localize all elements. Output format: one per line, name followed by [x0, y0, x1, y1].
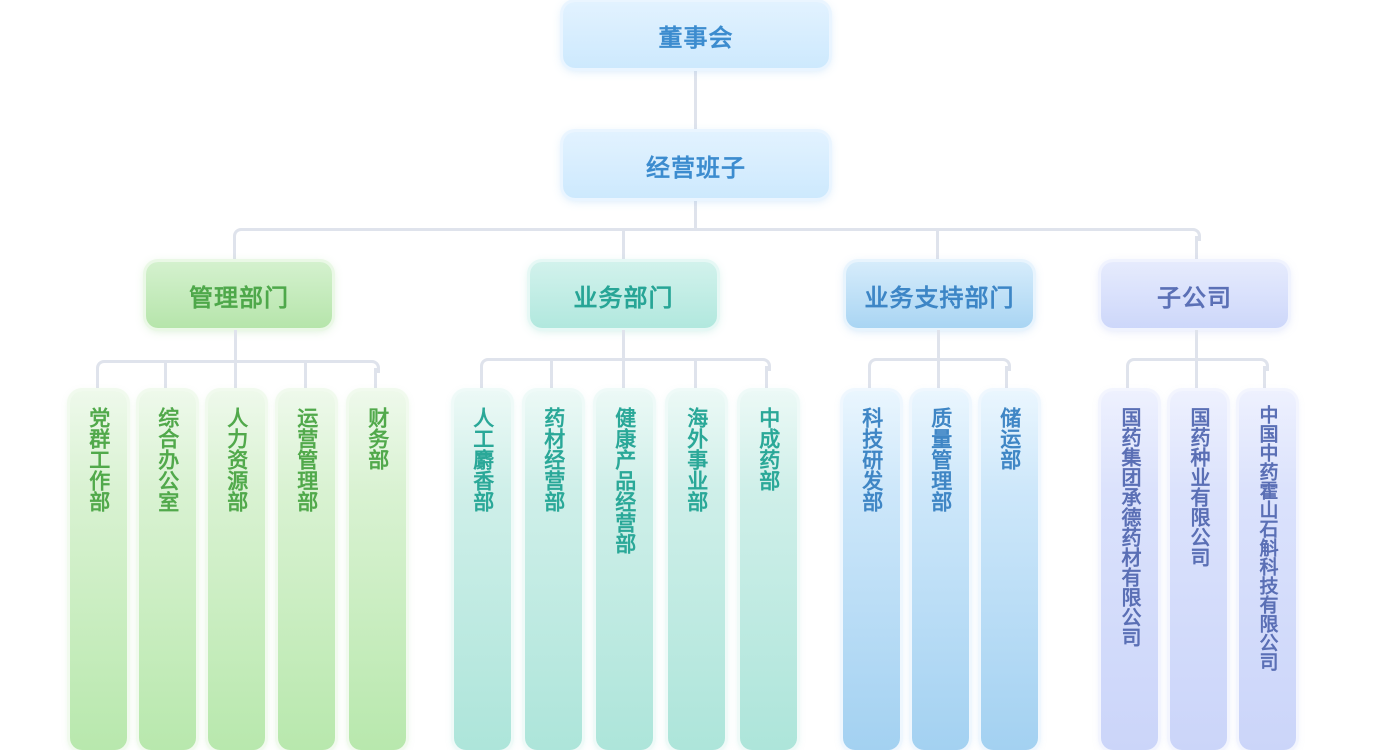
connector-leaf-drop: [96, 368, 99, 390]
connector-group-stem: [622, 330, 625, 360]
dept-node: 党群工作部: [70, 391, 127, 750]
dept-label: 科技研发部: [859, 407, 884, 512]
subsidiary-label: 国药集团承德药材有限公司: [1118, 407, 1142, 647]
dept-node: 中成药部: [740, 391, 797, 750]
connector-group-stem: [1195, 330, 1198, 360]
connector-group-bus: [106, 360, 370, 363]
connector-leaf-drop: [304, 362, 307, 390]
category-node-business-dept: 业务部门: [530, 262, 717, 328]
connector-leaf-drop: [868, 366, 871, 390]
connector-leaf-drop: [1195, 360, 1198, 390]
connector-leaf-drop: [480, 366, 483, 390]
dept-node: 储运部: [981, 391, 1038, 750]
connector-drop: [233, 236, 236, 262]
connector-corner: [758, 358, 771, 371]
connector-category-bus: [242, 228, 1190, 231]
connector-drop: [936, 230, 939, 262]
connector-group-bus: [490, 358, 760, 361]
dept-label: 党群工作部: [86, 407, 111, 512]
connector-group-stem: [234, 330, 237, 362]
dept-label: 财务部: [365, 407, 390, 470]
connector-corner: [1256, 358, 1269, 371]
connector-group-bus: [1136, 358, 1258, 361]
connector-corner: [96, 360, 109, 373]
connector-leaf-drop: [1126, 366, 1129, 390]
connector-corner: [868, 358, 881, 371]
dept-label: 储运部: [997, 407, 1022, 470]
connector-corner: [367, 360, 380, 373]
dept-label: 海外事业部: [684, 407, 709, 512]
connector-group-stem: [937, 330, 940, 360]
subsidiary-label: 中国中药霍山石斛科技有限公司: [1256, 405, 1279, 671]
dept-node: 海外事业部: [668, 391, 725, 750]
dept-label: 运营管理部: [294, 407, 319, 512]
dept-node: 人力资源部: [208, 391, 265, 750]
connector-corner: [1126, 358, 1139, 371]
connector-drop: [1195, 236, 1198, 262]
connector-leaf-drop: [765, 366, 768, 390]
dept-label: 中成药部: [756, 407, 781, 491]
connector-leaf-drop: [937, 360, 940, 390]
dept-node: 人工麝香部: [454, 391, 511, 750]
connector-leaf-drop: [234, 362, 237, 390]
connector-corner: [998, 358, 1011, 371]
connector-management-bus: [694, 199, 697, 230]
connector-leaf-drop: [550, 360, 553, 390]
dept-node: 科技研发部: [843, 391, 900, 750]
connector-leaf-drop: [694, 360, 697, 390]
subsidiary-node: 中国中药霍山石斛科技有限公司: [1239, 391, 1296, 750]
dept-node: 综合办公室: [139, 391, 196, 750]
dept-node: 运营管理部: [278, 391, 335, 750]
dept-node: 质量管理部: [912, 391, 969, 750]
management-node: 经营班子: [563, 132, 829, 198]
connector-leaf-drop: [1263, 366, 1266, 390]
category-node-management-dept: 管理部门: [146, 262, 332, 328]
connector-leaf-drop: [374, 368, 377, 390]
subsidiary-label: 国药种业有限公司: [1187, 407, 1211, 567]
connector-corner: [480, 358, 493, 371]
connector-leaf-drop: [1005, 366, 1008, 390]
connector-corner: [1188, 228, 1201, 241]
category-node-support-dept: 业务支持部门: [846, 262, 1033, 328]
dept-label: 人工麝香部: [470, 407, 495, 512]
category-node-subsidiary: 子公司: [1101, 262, 1288, 328]
dept-node: 健康产品经营部: [596, 391, 653, 750]
dept-label: 药材经营部: [541, 407, 566, 512]
subsidiary-node: 国药种业有限公司: [1170, 391, 1227, 750]
subsidiary-node: 国药集团承德药材有限公司: [1101, 391, 1158, 750]
board-node: 董事会: [563, 2, 829, 68]
connector-drop: [622, 230, 625, 262]
dept-label: 健康产品经营部: [612, 407, 637, 554]
dept-node: 药材经营部: [525, 391, 582, 750]
dept-label: 质量管理部: [928, 407, 953, 512]
dept-node: 财务部: [349, 391, 406, 750]
connector-group-bus: [878, 358, 1000, 361]
connector-leaf-drop: [622, 360, 625, 390]
dept-label: 人力资源部: [224, 407, 249, 512]
connector-board-management: [694, 69, 697, 131]
connector-leaf-drop: [164, 362, 167, 390]
connector-corner: [233, 228, 246, 241]
dept-label: 综合办公室: [155, 407, 180, 512]
